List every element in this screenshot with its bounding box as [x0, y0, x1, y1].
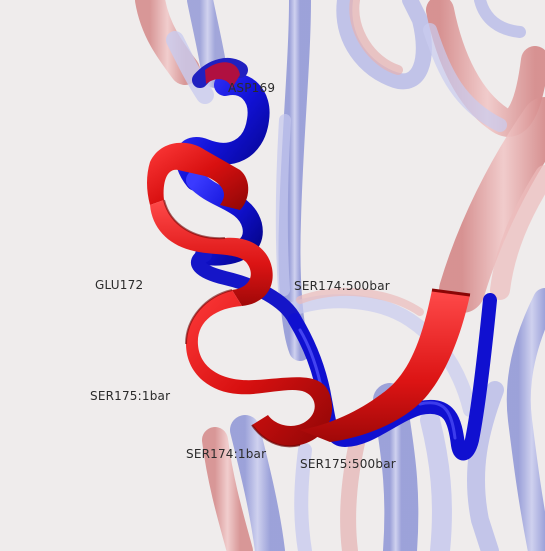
label-ser175-1bar: SER175:1bar [90, 389, 170, 403]
label-asp169: ASP169 [228, 81, 275, 95]
label-ser174-1bar: SER174:1bar [186, 447, 266, 461]
label-glu172: GLU172 [95, 278, 143, 292]
label-ser174-500bar: SER174:500bar [294, 279, 390, 293]
label-ser175-500bar: SER175:500bar [300, 457, 396, 471]
